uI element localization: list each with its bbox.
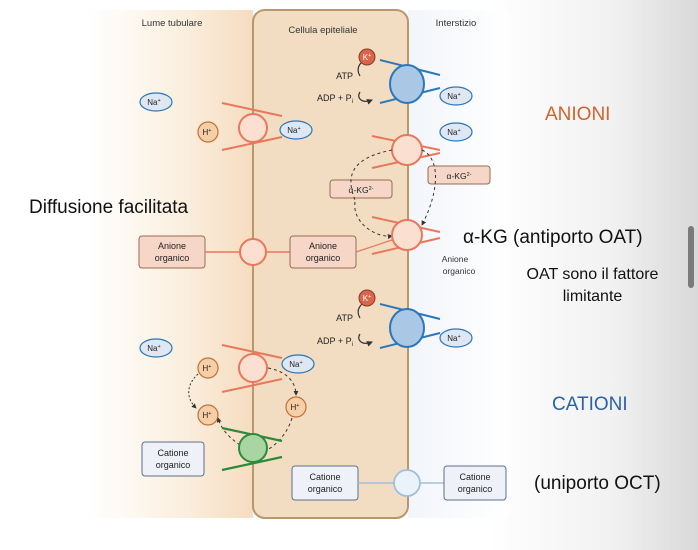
svg-text:Na+: Na+ bbox=[147, 344, 160, 353]
h-ion bbox=[197, 121, 219, 143]
scrollbar-thumb[interactable] bbox=[688, 226, 694, 288]
atp-label: ATP bbox=[336, 313, 353, 323]
facilitated-diffusion-label: Diffusione facilitata bbox=[29, 197, 189, 218]
svg-text:Na+: Na+ bbox=[447, 92, 460, 101]
header-cell: Cellula epiteliale bbox=[288, 25, 357, 36]
atpase-pump bbox=[389, 64, 425, 104]
adp-label: ADP + Pi bbox=[317, 93, 353, 105]
akg-antiport-label: α-KG (antiporto OAT) bbox=[463, 227, 643, 248]
na-ion bbox=[439, 328, 473, 348]
svg-text:organico: organico bbox=[443, 266, 476, 276]
svg-text:H+: H+ bbox=[203, 128, 212, 137]
svg-text:organico: organico bbox=[155, 253, 190, 263]
header-interstitium: Interstizio bbox=[436, 18, 477, 29]
organic-cation-lumen-box bbox=[141, 441, 205, 477]
svg-text:Catione: Catione bbox=[309, 472, 340, 482]
anion-channel bbox=[239, 238, 267, 266]
svg-text:Na+: Na+ bbox=[447, 334, 460, 343]
na-ion bbox=[281, 354, 315, 374]
anions-heading: ANIONI bbox=[545, 104, 611, 125]
h-ion bbox=[285, 396, 307, 418]
svg-text:α-KG2-: α-KG2- bbox=[349, 185, 374, 195]
svg-text:Anione: Anione bbox=[158, 241, 186, 251]
k-ion bbox=[358, 48, 376, 66]
na-h-exchanger bbox=[221, 102, 283, 151]
svg-text:organico: organico bbox=[306, 253, 341, 263]
svg-text:Catione: Catione bbox=[459, 472, 490, 482]
na-ion bbox=[439, 86, 473, 106]
atp-label: ATP bbox=[336, 71, 353, 81]
svg-text:α-KG2-: α-KG2- bbox=[447, 171, 472, 181]
na-k-atpase-bottom bbox=[357, 297, 441, 349]
na-ion bbox=[279, 120, 313, 140]
svg-text:K+: K+ bbox=[363, 53, 372, 62]
akg-box-interstitium bbox=[427, 165, 491, 185]
h-ion bbox=[197, 404, 219, 426]
svg-text:Na+: Na+ bbox=[447, 128, 460, 137]
svg-text:K+: K+ bbox=[363, 294, 372, 303]
svg-text:Catione: Catione bbox=[157, 448, 188, 458]
header-lumen: Lume tubulare bbox=[142, 18, 203, 29]
k-ion bbox=[358, 289, 376, 307]
svg-text:Na+: Na+ bbox=[147, 98, 160, 107]
na-k-atpase-top bbox=[357, 56, 441, 105]
svg-text:H+: H+ bbox=[203, 364, 212, 373]
svg-text:H+: H+ bbox=[291, 403, 300, 412]
oct-uniport-label: (uniporto OCT) bbox=[534, 473, 661, 494]
svg-text:organico: organico bbox=[156, 460, 191, 470]
oat-limiting-note: OAT sono il fattore limitante bbox=[526, 266, 659, 305]
svg-text:organico: organico bbox=[308, 484, 343, 494]
na-ion bbox=[139, 92, 173, 112]
svg-text:organico: organico bbox=[458, 484, 493, 494]
na-ion bbox=[139, 338, 173, 358]
svg-text:Na+: Na+ bbox=[287, 126, 300, 135]
cations-heading: CATIONI bbox=[552, 394, 628, 415]
svg-text:Na+: Na+ bbox=[289, 360, 302, 369]
h-ion bbox=[197, 357, 219, 379]
na-ion bbox=[439, 122, 473, 142]
akg-box-cell bbox=[329, 179, 393, 199]
oat-antiporter bbox=[371, 216, 441, 255]
na-h-exchanger-cation bbox=[221, 344, 283, 393]
atpase-pump bbox=[389, 308, 425, 348]
organic-cation-interstitium-box bbox=[443, 465, 507, 501]
interstitium-anion-label: Anione bbox=[442, 254, 469, 264]
svg-text:H+: H+ bbox=[203, 411, 212, 420]
svg-text:Anione: Anione bbox=[309, 241, 337, 251]
oct-uniporter bbox=[393, 469, 421, 497]
adp-label: ADP + Pi bbox=[317, 336, 353, 348]
h-cation-antiporter bbox=[221, 426, 283, 472]
